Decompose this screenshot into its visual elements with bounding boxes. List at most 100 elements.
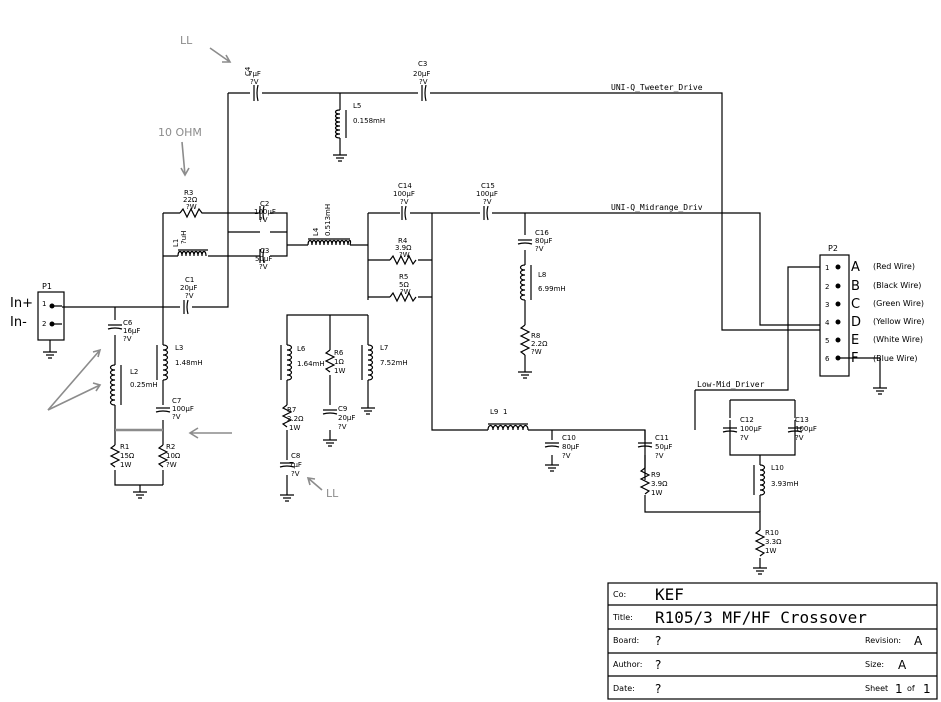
- l10-value: 3.93mH: [771, 480, 799, 488]
- c4-rating: ?V: [250, 78, 259, 86]
- c11-ref: C11: [655, 434, 669, 442]
- tb-author-label: Author:: [613, 660, 643, 669]
- r4-ref: R4: [398, 237, 408, 245]
- r5-rating: ?W: [400, 288, 411, 296]
- c8-rating: ?V: [291, 470, 300, 478]
- tb-board-label: Board:: [613, 636, 639, 645]
- l1-ref: L1: [172, 239, 180, 247]
- p1-ref: P1: [42, 282, 52, 291]
- p2-wire-white: (White Wire): [873, 335, 923, 344]
- tb-date-value: ?: [655, 682, 661, 696]
- tb-sheet-label: Sheet: [865, 684, 888, 693]
- l6-value: 1.64mH: [297, 360, 325, 368]
- l10-ref: L10: [771, 464, 784, 472]
- tb-revision-label: Revision:: [865, 636, 901, 645]
- l4-value: 0.513mH: [324, 204, 332, 236]
- l2-value: 0.25mH: [130, 381, 158, 389]
- c3a-ref: C3: [418, 60, 427, 68]
- p2-ref: P2: [828, 244, 838, 253]
- c14-rating: ?V: [400, 198, 409, 206]
- title-block: Co: KEF Title: R105/3 MF/HF Crossover Bo…: [607, 582, 938, 700]
- c9-ref: C9: [338, 405, 347, 413]
- r6-ref: R6: [334, 349, 344, 357]
- c10-rating: ?V: [562, 452, 571, 460]
- tb-co-value: KEF: [655, 585, 684, 604]
- l8-ref: L8: [538, 271, 546, 279]
- tb-sheet-total: 1: [923, 682, 931, 696]
- resistor-symbols: [109, 207, 766, 557]
- c11-rating: ?V: [655, 452, 664, 460]
- c6-rating: ?V: [123, 335, 132, 343]
- r4-value: 3.9Ω: [395, 244, 412, 252]
- l3-value: 1.48mH: [175, 359, 203, 367]
- c3b-rating: ?V: [259, 263, 268, 271]
- p2-letter-b: B: [851, 279, 860, 294]
- p2-letter-f: F: [851, 351, 858, 366]
- tb-sheet-num: 1: [895, 682, 903, 696]
- l9-value: 1: [503, 408, 507, 416]
- r1-ref: R1: [120, 443, 129, 451]
- tb-sheet-of: of: [907, 684, 915, 693]
- r9-ref: R9: [651, 471, 660, 479]
- component-labels: C4 7µF ?V C3 20µF ?V L5 0.158mH R3 22Ω ?…: [120, 60, 817, 555]
- r2-ref: R2: [166, 443, 175, 451]
- r5-value: 5Ω: [399, 281, 409, 289]
- c12-rating: ?V: [740, 434, 749, 442]
- input-plus-label: In+: [10, 296, 33, 311]
- r9-rating: 1W: [651, 489, 662, 497]
- c12-ref: C12: [740, 416, 754, 424]
- p2-pin-5: 5: [825, 337, 829, 345]
- l1-value: ?uH: [180, 231, 188, 244]
- c4-value: 7µF: [248, 70, 261, 78]
- c3a-value: 20µF: [413, 70, 430, 78]
- connector-p1: P1 1 2: [37, 282, 65, 341]
- p2-pin-6: 6: [825, 355, 830, 363]
- p2-letter-a: A: [851, 260, 860, 275]
- grey-annotation-arrows: [47, 47, 323, 491]
- p2-wire-blue: (Blue Wire): [873, 354, 917, 363]
- tb-date-label: Date:: [613, 684, 635, 693]
- net-low-mid-driver: Low-Mid_Driver: [697, 380, 765, 389]
- r5-ref: R5: [399, 273, 408, 281]
- tb-co-label: Co:: [613, 590, 626, 599]
- p2-wire-green: (Green Wire): [873, 299, 924, 308]
- r2-rating: ?W: [166, 461, 177, 469]
- p2-pin-1: 1: [825, 264, 829, 272]
- ground-symbols: [43, 154, 887, 575]
- c7-rating: ?V: [172, 413, 181, 421]
- r7-ref: R7: [287, 406, 296, 414]
- r7-value: 2.2Ω: [287, 415, 304, 423]
- c6-value: 16µF: [123, 327, 140, 335]
- inductor-symbols: [109, 109, 766, 496]
- r10-ref: R10: [765, 529, 779, 537]
- r3-ref: R3: [184, 189, 193, 197]
- c10-ref: C10: [562, 434, 576, 442]
- c6-ref: C6: [123, 319, 133, 327]
- tb-size-value: A: [898, 658, 907, 672]
- r1-value: 15Ω: [120, 452, 135, 460]
- r6-rating: 1W: [334, 367, 345, 375]
- l5-value: 0.158mH: [353, 117, 385, 125]
- p2-wire-red: (Red Wire): [873, 262, 915, 271]
- c14-value: 100µF: [393, 190, 415, 198]
- l7-value: 7.52mH: [380, 359, 408, 367]
- l3-ref: L3: [175, 344, 183, 352]
- c2-value: 100µF: [254, 208, 276, 216]
- tb-title-value: R105/3 MF/HF Crossover: [655, 608, 867, 627]
- l5-ref: L5: [353, 102, 361, 110]
- c15-ref: C15: [481, 182, 495, 190]
- r8-ref: R8: [531, 332, 540, 340]
- l6-ref: L6: [297, 345, 306, 353]
- c16-value: 80µF: [535, 237, 552, 245]
- p2-wire-yellow: (Yellow Wire): [873, 317, 924, 326]
- r10-value: 3.3Ω: [765, 538, 782, 546]
- r9-value: 3.9Ω: [651, 480, 668, 488]
- c13-rating: ?V: [795, 434, 804, 442]
- c13-value: 100µF: [795, 425, 817, 433]
- capacitor-symbols: [107, 84, 803, 468]
- l8-value: 6.99mH: [538, 285, 566, 293]
- r6-value: 1Ω: [334, 358, 344, 366]
- input-minus-label: In-: [10, 315, 27, 330]
- p1-pin-1: 1: [42, 300, 46, 308]
